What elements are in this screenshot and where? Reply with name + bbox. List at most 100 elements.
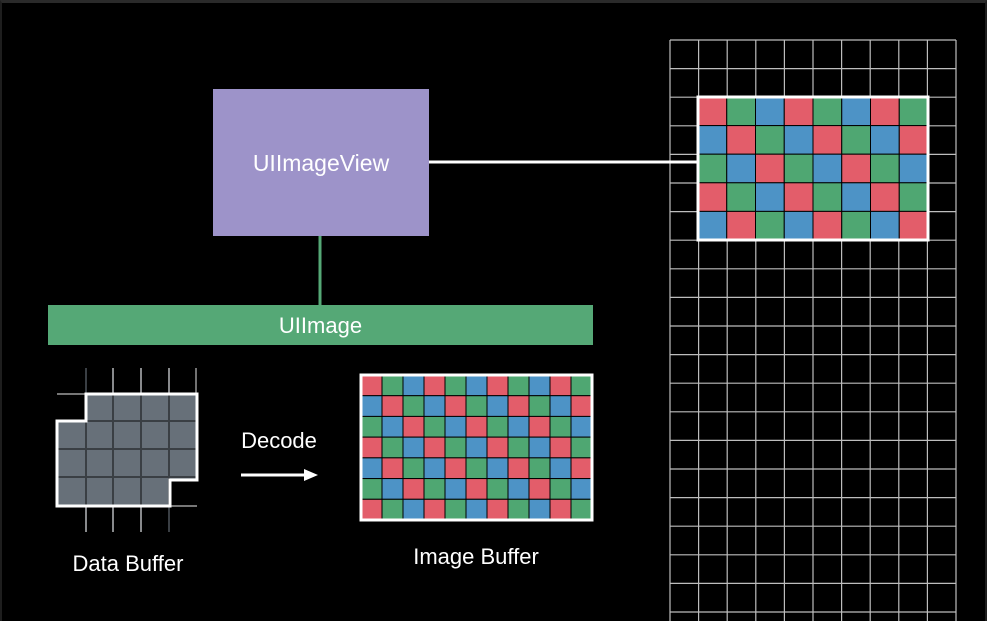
frame-inset-pixel [870, 210, 900, 241]
image-buffer-pixel [486, 415, 509, 438]
image-buffer-pixel [486, 374, 509, 397]
frame-inset-pixel [697, 153, 728, 184]
image-buffer-pixel [423, 395, 446, 417]
image-buffer-pixel [360, 374, 383, 397]
frame-inset-pixel [841, 210, 871, 241]
image-buffer-pixel [486, 457, 509, 480]
image-buffer-pixel [444, 415, 467, 438]
frame-inset-pixel [870, 182, 900, 212]
frame-buffer-pixel-region [696, 95, 930, 242]
image-buffer-pixel [465, 478, 488, 500]
frame-inset-pixel [812, 210, 843, 241]
data-buffer-border [55, 392, 199, 508]
frame-inset-pixel [812, 96, 843, 127]
image-buffer-pixel [402, 436, 425, 459]
uiimage-bar [48, 305, 593, 345]
image-buffer-pixel [465, 498, 488, 521]
uiimageview-box [213, 89, 429, 236]
frame-inset-pixel [870, 96, 900, 127]
image-buffer-pixel [486, 478, 509, 500]
image-buffer-pixel [465, 374, 488, 397]
image-buffer-icon [359, 373, 594, 522]
frame-inset-pixel [755, 153, 785, 184]
image-buffer-pixel [465, 415, 488, 438]
frame-inset-pixel [697, 125, 728, 155]
frame-inset-pixel [755, 182, 785, 212]
frame-inset-border [696, 95, 930, 242]
frame-inset-pixel [841, 182, 871, 212]
image-buffer-pixel [423, 498, 446, 521]
image-buffer-pixel [402, 498, 425, 521]
image-buffer-pixel [507, 374, 530, 397]
image-buffer-pixel [570, 374, 593, 397]
frame-inset-pixel [697, 96, 728, 127]
image-buffer-pixel [507, 436, 530, 459]
frame-inset-pixel [783, 125, 814, 155]
frame-inset-pixel [870, 153, 900, 184]
image-buffer-pixel [465, 395, 488, 417]
image-buffer-pixel [360, 498, 383, 521]
frame-inset-pixel [783, 96, 814, 127]
frame-inset-pixel [898, 125, 929, 155]
image-buffer-pixel [570, 436, 593, 459]
frame-inset-pixel [812, 182, 843, 212]
frame-inset-pixel [755, 125, 785, 155]
frame-inset-pixel [726, 96, 756, 127]
image-buffer-pixel [570, 498, 593, 521]
frame-inset-pixel [812, 125, 843, 155]
uiimage-label: UIImage [278, 313, 363, 338]
image-buffer-pixel [444, 395, 467, 417]
frame-inset-pixel [783, 153, 814, 184]
image-buffer-pixel [528, 395, 551, 417]
image-buffer-pixel [486, 498, 509, 521]
image-buffer-pixel [528, 415, 551, 438]
image-buffer-border [359, 373, 594, 522]
image-buffer-pixel [402, 478, 425, 500]
frame-inset-pixel [726, 182, 756, 212]
image-buffer-pixel [570, 415, 593, 438]
image-buffer-pixel [549, 374, 572, 397]
image-buffer-pixel [549, 457, 572, 480]
image-buffer-pixel [549, 478, 572, 500]
frame-inset-pixel [697, 210, 728, 241]
image-buffer-pixel [507, 457, 530, 480]
frame-inset-pixel [898, 96, 929, 127]
frame-inset-pixel [755, 210, 785, 241]
frame-inset-pixel [898, 182, 929, 212]
data-buffer-icon [55, 368, 199, 532]
frame-inset-pixel [841, 153, 871, 184]
image-buffer-pixel [402, 395, 425, 417]
image-buffer-pixel [360, 478, 383, 500]
image-buffer-pixel [444, 457, 467, 480]
image-buffer-pixel [549, 498, 572, 521]
image-buffer-pixel [528, 457, 551, 480]
image-buffer-pixel [507, 478, 530, 500]
image-buffer-pixel [507, 498, 530, 521]
image-buffer-pixel [381, 457, 404, 480]
image-buffer-pixel [360, 415, 383, 438]
image-buffer-pixel [549, 415, 572, 438]
uiimageview-label: UIImageView [252, 150, 390, 176]
frame-inset-pixel [783, 182, 814, 212]
image-buffer-pixel [528, 498, 551, 521]
arrow-right-icon [241, 469, 318, 481]
frame-inset-pixel [898, 153, 929, 184]
image-buffer-pixel [360, 436, 383, 459]
image-buffer-pixel [381, 374, 404, 397]
image-buffer-pixel [423, 457, 446, 480]
frame-inset-pixel [898, 210, 929, 241]
image-buffer-pixel [465, 457, 488, 480]
image-buffer-pixel [423, 374, 446, 397]
frame-inset-pixel [841, 96, 871, 127]
frame-inset-pixel [726, 125, 756, 155]
frame-inset-pixel [697, 182, 728, 212]
image-buffer-pixel [570, 478, 593, 500]
image-buffer-pixel [570, 457, 593, 480]
frame-inset-pixel [755, 96, 785, 127]
image-buffer-pixel [528, 478, 551, 500]
image-buffer-pixel [381, 498, 404, 521]
image-buffer-pixel [402, 457, 425, 480]
image-buffer-pixel [381, 415, 404, 438]
